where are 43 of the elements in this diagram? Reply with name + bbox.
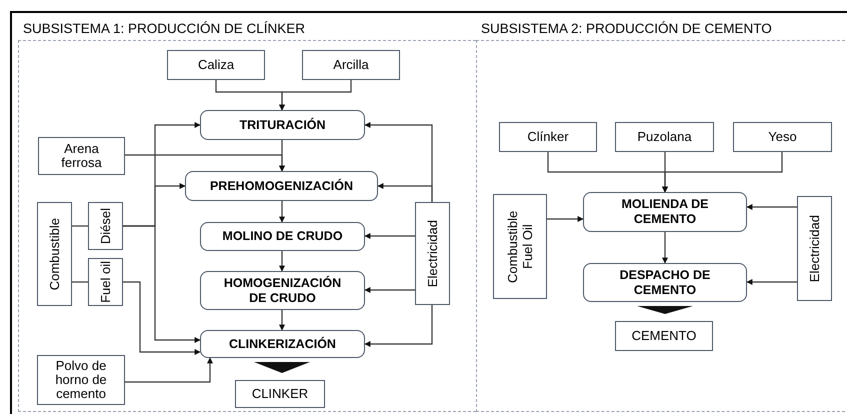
input-box: Electricidad [797, 196, 832, 301]
input-box: Electricidad [415, 202, 450, 305]
arrow [364, 233, 415, 239]
process-box: PREHOMOGENIZACIÓN [185, 171, 378, 201]
input-box: Polvo de horno de cemento [37, 355, 125, 405]
arrow [662, 152, 783, 193]
arrow [279, 251, 285, 272]
arrow [547, 216, 584, 222]
arrow [746, 204, 797, 210]
input-box: Combustible [37, 202, 72, 306]
flow-chevron [637, 306, 693, 314]
process-box: MOLIENDA DE CEMENTO [583, 192, 747, 232]
input-box: Arena ferrosa [38, 137, 125, 175]
input-box: Fuel oil [88, 258, 123, 306]
arrow [662, 232, 668, 264]
arrow [279, 201, 285, 223]
input-box: Puzolana [615, 122, 714, 152]
arrow [364, 305, 433, 347]
flow-chevron [254, 362, 310, 373]
process-box: MOLINO DE CRUDO [200, 222, 365, 251]
input-box: CLINKER [235, 380, 325, 408]
arrow [125, 357, 213, 383]
arrow [364, 287, 415, 293]
input-box: Clínker [499, 122, 597, 152]
input-box: Diésel [88, 202, 123, 250]
input-box: Caliza [167, 50, 265, 80]
arrow [746, 279, 797, 285]
arrow [125, 154, 285, 172]
process-box: CLINKERIZACIÓN [200, 330, 365, 358]
arrow [279, 310, 285, 331]
panel-heading: SUBSISTEMA 1: PRODUCCIÓN DE CLÍNKER [23, 20, 306, 38]
process-box: TRITURACIÓN [200, 110, 365, 140]
input-box: Arcilla [302, 50, 400, 80]
input-box: Combustible Fuel Oil [493, 194, 547, 299]
input-box: Yeso [733, 122, 832, 152]
process-box: HOMOGENIZACIÓN DE CRUDO [200, 271, 365, 310]
arrow [279, 80, 352, 111]
process-box: DESPACHO DE CEMENTO [583, 263, 747, 302]
arrow [123, 225, 201, 343]
panel-heading: SUBSISTEMA 2: PRODUCCIÓN DE CEMENTO [481, 20, 772, 38]
arrow [123, 281, 201, 355]
input-box: CEMENTO [615, 321, 713, 351]
arrow [377, 183, 433, 202]
